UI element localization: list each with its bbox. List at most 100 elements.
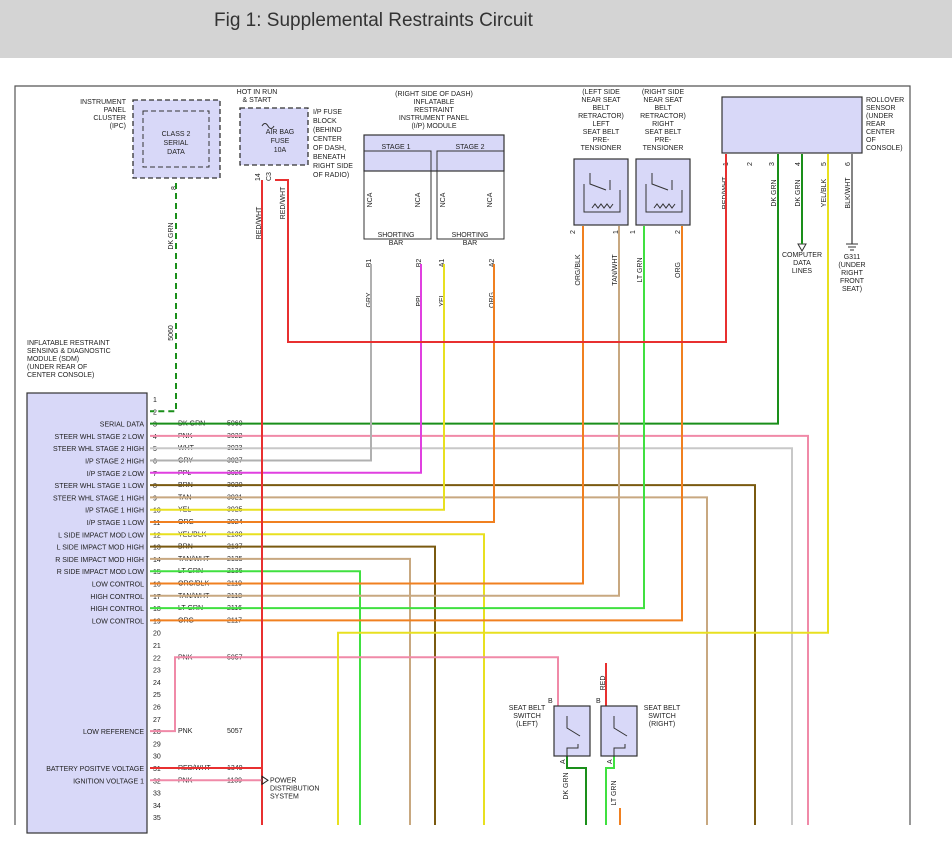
fuse-block-label: BENEATH [313,154,346,161]
pretensioner-wire: LT GRN [637,257,644,282]
ipc-inner-label: CLASS 2 [162,131,191,138]
right-pretensioner-label: SEAT BELT [645,129,682,136]
belt-wire: RED [600,676,607,691]
wire-ip-1-high [150,264,445,511]
wire-ip-2-low [150,264,422,474]
sdm-pin-number: 12 [153,532,161,539]
wire-low-control-right [150,226,683,622]
fuse-inner-label: 10A [274,147,287,154]
fuse-symbol [261,123,275,129]
wire-l-side-high [150,545,436,825]
ip-shorting-label: SHORTING [452,232,489,239]
sdm-pin-number: 3 [153,422,157,429]
ip-pin: B2 [416,259,423,268]
rollover-pin: 4 [795,162,802,166]
fuse-block-label: I/P FUSE [313,109,342,116]
wire-ip-2-high [150,264,372,462]
sdm-pin-number: 1 [153,397,157,404]
rollover-sensor [721,96,863,154]
ip-nca-label: NCA [415,192,422,207]
ipc-label: PANEL [104,107,127,114]
sdm-pin-number: 11 [153,520,160,527]
rollover-label: (UNDER [866,113,893,120]
pretensioner-pin: 1 [613,230,620,234]
right-pretensioner-label: BELT [655,105,673,112]
sdm-pin-number: 30 [153,754,161,761]
fuse-block-label: (BEHIND [313,127,342,134]
fuse-block [239,107,309,166]
belt-switch-left-label: SEAT BELT [509,705,546,712]
left-pretensioner-label: RETRACTOR) [578,113,624,120]
left-pretensioner-label: TENSIONER [581,145,622,152]
diagram-frame [14,85,911,825]
ip-pin: A2 [489,259,496,268]
belt-switch-symbols [566,716,628,756]
pretensioner-pin: 2 [675,230,682,234]
wire-r-side-high [150,557,411,825]
pretensioner-pin: 1 [630,230,637,234]
ip-shorting-label: BAR [463,240,477,247]
wire-low-reference [150,656,559,733]
fuse-block-label: CENTER [313,136,342,143]
sdm-label: MODULE (SDM) [27,356,79,363]
ipc-inner-label: SERIAL [164,140,189,147]
fuse-inner-label: FUSE [271,138,290,145]
ip-module-label: INFLATABLE [414,99,455,106]
ground-symbol [846,243,858,251]
sdm-pin-number: 8 [153,483,157,490]
left-pretensioner-label: (LEFT SIDE [582,89,620,96]
sdm-module [26,392,148,834]
wire-low-control-left [150,226,584,585]
sdm-pin-label: BATTERY POSITVE VOLTAGE [46,766,144,773]
fuse-inner-label: AIR BAG [266,129,294,136]
wire-serial-data [150,154,779,425]
wire-l-side-low [150,533,485,825]
wire-r-side-low [150,570,361,825]
ip-nca-label: NCA [487,192,494,207]
sdm-pin-number: 2 [153,409,157,416]
sdm-label: INFLATABLE RESTRAINT [27,340,110,347]
sdm-pin-number: 18 [153,606,161,613]
ipc-pin: 8 [171,186,178,190]
ground-label: (UNDER [838,262,865,269]
left-pretensioner-label: LEFT [592,121,610,128]
sdm-pin-number: 22 [153,655,161,662]
sdm-pin-number: 9 [153,495,157,502]
sdm-pin-number: 7 [153,471,157,478]
wire-belt-right-out [605,756,615,825]
rollover-pin: 3 [769,162,776,166]
sdm-pin-label: STEER WHL STAGE 1 LOW [55,483,145,490]
rollover-wire: DK GRN [771,179,778,206]
sdm-pin-number: 33 [153,791,161,798]
sdm-pin-label: L SIDE IMPACT MOD HIGH [57,545,144,552]
wire-steer-1-high [150,496,708,825]
ipc-module [132,99,221,179]
wire-rollover-yel [337,154,829,825]
rollover-label: OF [866,137,876,144]
rollover-wire: BLK/WHT [845,177,852,209]
wire-ipc-serial [150,183,177,413]
sdm-pin-label: IGNITION VOLTAGE 1 [73,778,144,785]
ipc-serial-data-box [142,110,210,168]
wire-steer-2-low [150,434,809,825]
sdm-pin-number: 27 [153,717,161,724]
sdm-pin-label: HIGH CONTROL [90,606,144,613]
sdm-pin-number: 15 [153,569,161,576]
ip-module-label: (I/P) MODULE [411,123,456,130]
rollover-label: ROLLOVER [866,97,904,104]
sdm-pin-label: STEER WHL STAGE 1 HIGH [53,495,144,502]
sdm-pin-number: 10 [153,508,161,515]
belt-pin: B [596,698,601,705]
left-pretensioner-label: NEAR SEAT [581,97,621,104]
power-arrow [261,775,269,786]
rollover-pin: 6 [845,162,852,166]
rollover-label: SENSOR [866,105,896,112]
belt-switch-right-label: SWITCH [648,713,676,720]
left-pretensioner-label: SEAT BELT [583,129,620,136]
wire-ip-1-low [150,264,495,523]
sdm-pin-number: 23 [153,668,161,675]
sdm-label: CENTER CONSOLE) [27,372,94,379]
right-pretensioner-label: RETRACTOR) [640,113,686,120]
pretensioner-wire: TAN/WHT [612,254,619,286]
